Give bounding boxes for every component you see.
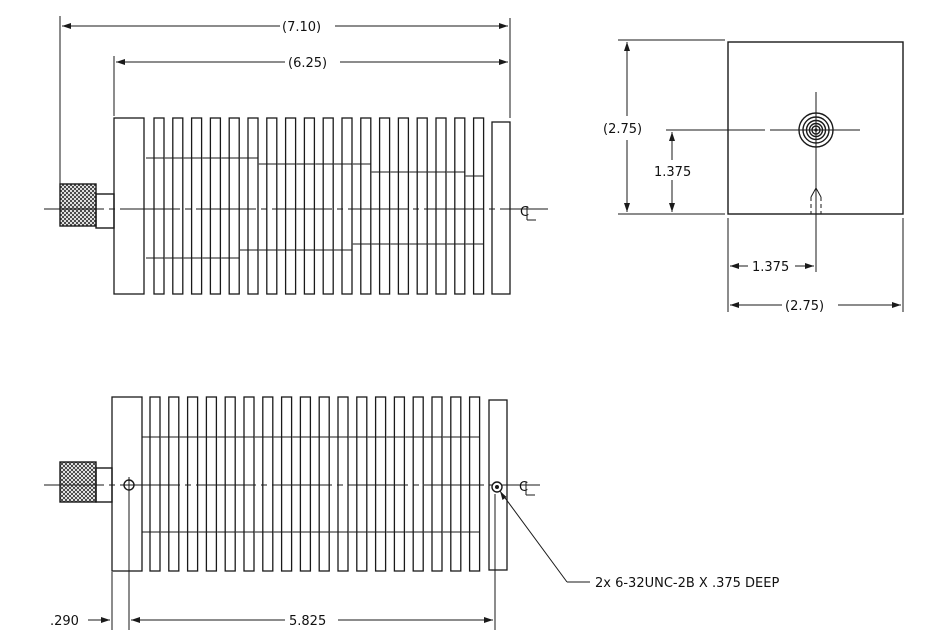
fin — [280, 396, 293, 572]
fin — [243, 396, 255, 572]
bottom-connector-icon — [59, 461, 113, 503]
top-left-end-plate — [113, 117, 145, 295]
fin — [450, 396, 462, 572]
fin — [303, 117, 316, 295]
bottom-view-plan: C 2x 6-32UNC-2B X .375 DEEP — [44, 396, 779, 630]
fin — [337, 396, 349, 572]
top-view-heatsink-fins — [146, 117, 485, 295]
bottom-centerline-icon: C — [519, 480, 535, 496]
fin — [205, 396, 218, 572]
right-mounting-hole — [491, 481, 503, 493]
body-length-dimension: (6.25) — [113, 56, 508, 116]
fin — [228, 117, 240, 295]
end-width-dimension: (2.75) — [730, 218, 904, 314]
fin — [209, 117, 222, 295]
fin — [374, 396, 387, 572]
fin — [412, 396, 424, 572]
hole-offset-dimension: .290 — [50, 492, 130, 630]
end-width-label: (2.75) — [785, 299, 824, 314]
fin — [416, 117, 428, 295]
left-mounting-hole — [121, 477, 137, 493]
fin — [190, 117, 203, 295]
bottom-view-heatsink-fins — [142, 396, 481, 572]
end-height-label: (2.75) — [603, 122, 642, 137]
fin — [284, 117, 297, 295]
fin — [468, 396, 481, 572]
fin — [247, 117, 259, 295]
fin — [224, 396, 236, 572]
connector-offset-label: 1.375 — [752, 260, 789, 275]
top-right-end-plate — [491, 121, 511, 295]
bottom-centerline-symbol: C — [519, 480, 528, 495]
end-height-dimension: (2.75) — [603, 39, 725, 215]
overall-length-dimension: (7.10) — [59, 16, 511, 196]
fin — [431, 396, 443, 572]
fin — [397, 117, 410, 295]
fin — [356, 396, 368, 572]
fin — [262, 396, 274, 572]
mounting-hole-callout: 2x 6-32UNC-2B X .375 DEEP — [499, 490, 779, 591]
end-view-tapped-hole — [810, 186, 822, 214]
overall-length-label: (7.10) — [282, 20, 321, 35]
fin — [360, 117, 372, 295]
connector-height-dimension: 1.375 — [654, 132, 691, 212]
hole-spacing-label: 5.825 — [289, 614, 326, 629]
top-centerline-icon: C — [520, 205, 536, 221]
top-connector-icon — [59, 183, 115, 229]
fin — [266, 117, 278, 295]
fin — [172, 117, 184, 295]
end-view: (2.75) 1.375 1.375 (2.75) — [603, 39, 904, 314]
fin — [153, 117, 165, 295]
top-centerline-symbol: C — [520, 205, 529, 220]
fin — [454, 117, 466, 295]
hole-spacing-dimension: 5.825 — [131, 494, 496, 630]
body-length-label: (6.25) — [288, 56, 327, 71]
fin — [435, 117, 447, 295]
fin — [186, 396, 199, 572]
mounting-hole-callout-label: 2x 6-32UNC-2B X .375 DEEP — [595, 576, 779, 591]
fin — [393, 396, 406, 572]
fin — [149, 396, 161, 572]
fin — [168, 396, 180, 572]
fin — [318, 396, 330, 572]
top-view-side-elevation: C (7.10) (6.25) — [44, 16, 548, 295]
fin — [322, 117, 334, 295]
fin — [299, 396, 312, 572]
fin — [341, 117, 353, 295]
connector-offset-dimension: 1.375 — [727, 218, 814, 312]
connector-height-label: 1.375 — [654, 165, 691, 180]
fin — [472, 117, 485, 295]
hole-offset-label: .290 — [50, 614, 79, 629]
fin — [378, 117, 391, 295]
